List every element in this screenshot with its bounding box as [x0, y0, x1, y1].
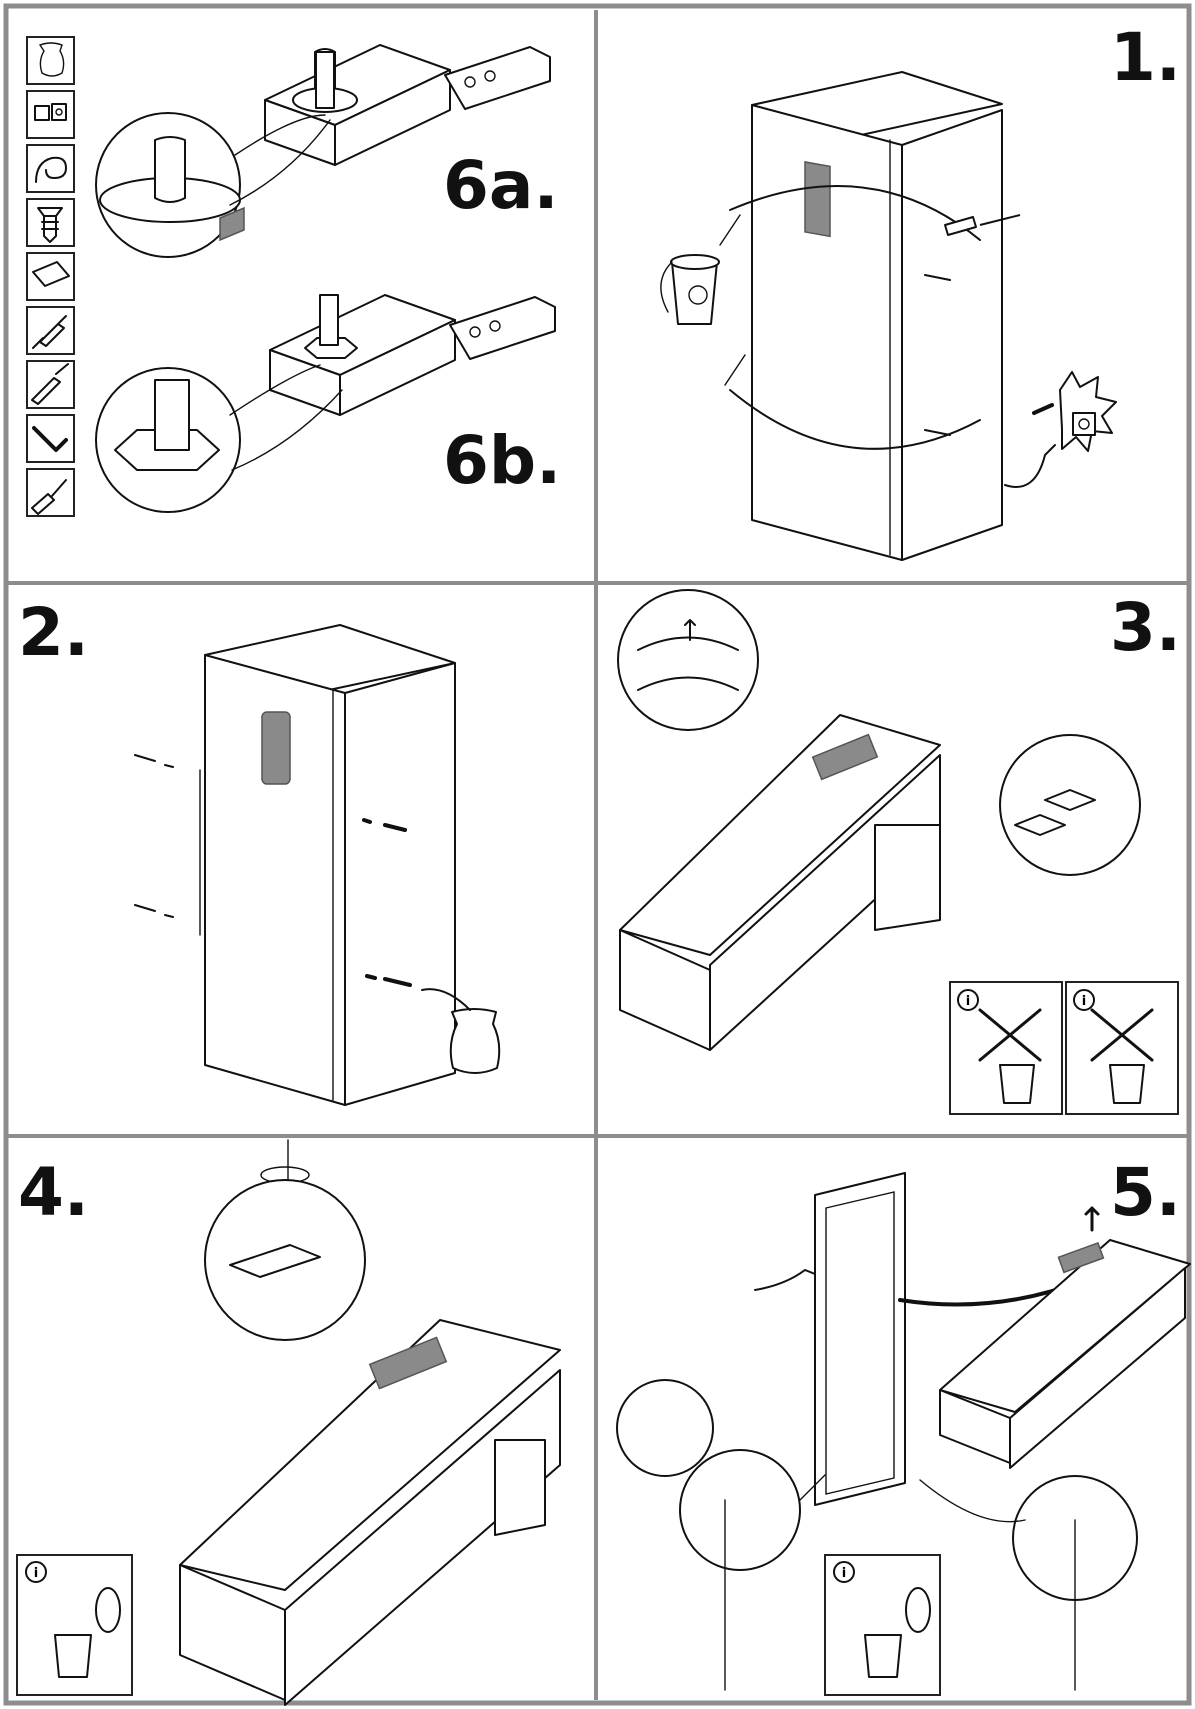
bag-icon	[26, 36, 75, 85]
fridge-upright-illustration	[751, 71, 1003, 561]
fridge-lying-illustration	[619, 714, 941, 1051]
screwdriver-icon-1	[979, 214, 1021, 226]
hand-holding-door	[754, 1269, 816, 1291]
panel-step-4: 4. i	[16, 1139, 561, 1706]
plate-icon	[26, 252, 75, 301]
door-illustration	[814, 1172, 906, 1506]
panel-step-3: 3. i i	[617, 589, 1181, 1115]
cable-icon	[26, 144, 75, 193]
fridge-lying-illustration-4	[179, 1319, 561, 1706]
flat-blade-icon	[26, 360, 75, 409]
screw-icon	[26, 198, 75, 247]
putty-knife-icon	[26, 468, 75, 517]
pin-arrows	[924, 274, 951, 436]
zoom-circle-hinge-left	[679, 1449, 801, 1571]
panel-step-2: 2.	[18, 594, 501, 1106]
screwdriver-lines	[719, 214, 746, 386]
info-marker: i	[34, 1566, 38, 1581]
info-marker: i	[1082, 994, 1086, 1009]
step-3-label: 3.	[1110, 589, 1181, 666]
zoom-circle-parts	[616, 1379, 714, 1477]
panel-step-1: 1.	[660, 19, 1181, 561]
lid-up-arrow	[1084, 1206, 1100, 1232]
arrow-top-door	[729, 185, 981, 241]
allen-key-icon	[26, 414, 75, 463]
step-6a-label: 6a.	[443, 147, 559, 224]
gasket-up-arrow	[684, 619, 696, 641]
fridge-lying-illustration-5	[939, 1239, 1191, 1469]
info-marker: i	[842, 1566, 846, 1581]
screw-out-icon	[944, 216, 977, 236]
callout-lines-5	[799, 1474, 1026, 1523]
hinge-6b-illustration	[95, 294, 556, 513]
info-disposal-box-left: i	[949, 981, 1063, 1115]
panel-step-6: 6a. 6b.	[26, 36, 561, 517]
step-5-label: 5.	[1110, 1154, 1181, 1231]
hole-arrows-left	[134, 754, 174, 918]
fridge-door-holes-illustration	[199, 624, 456, 1106]
parts-bag-icon	[421, 988, 501, 1074]
step-1-label: 1.	[1110, 19, 1181, 96]
info-disposal-box-5: i	[824, 1554, 941, 1696]
power-socket-icon	[1004, 371, 1117, 488]
step-4-label: 4.	[18, 1154, 89, 1231]
info-marker: i	[966, 994, 970, 1009]
info-disposal-box-right: i	[1065, 981, 1179, 1115]
zoom-circle-gasket	[617, 589, 759, 731]
cover-plates	[1014, 789, 1096, 836]
screwdriver-icon	[26, 306, 75, 355]
panel-step-5: 5. i	[616, 1154, 1191, 1696]
gasket-lines	[637, 636, 739, 691]
tool-icon-column	[26, 36, 75, 517]
recycle-bin-icon	[660, 254, 720, 325]
info-disposal-box-4: i	[16, 1554, 133, 1696]
step-6b-label: 6b.	[443, 422, 561, 499]
hinge-6a-illustration	[95, 44, 551, 258]
step-2-label: 2.	[18, 594, 89, 671]
hole-arrows-right	[362, 818, 412, 987]
hinge-parts-icon	[26, 90, 75, 139]
outer-frame	[3, 3, 1192, 1706]
hinge-plate-4	[229, 1244, 321, 1278]
